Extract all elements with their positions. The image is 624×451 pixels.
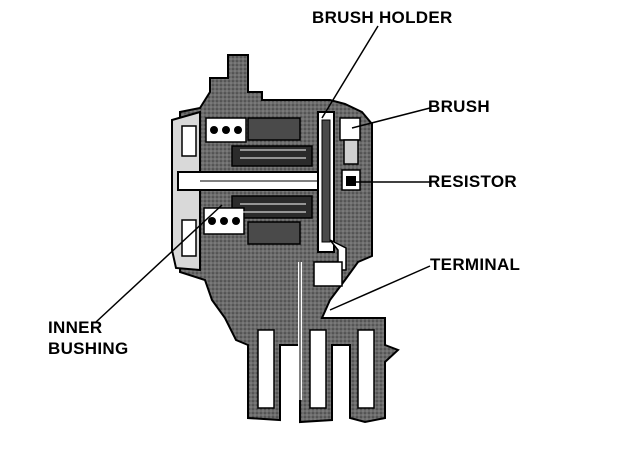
label-bushing: BUSHING (48, 339, 129, 358)
label-resistor: RESISTOR (428, 172, 517, 191)
end-cap (171, 110, 201, 272)
terminal-part (298, 239, 347, 400)
leader-terminal (329, 265, 431, 311)
label-brush-holder: BRUSH HOLDER (312, 8, 453, 27)
label-terminal: TERMINAL (430, 255, 521, 274)
label-brush: BRUSH (428, 97, 490, 116)
brush-holder-part (317, 111, 335, 253)
label-inner: INNER (48, 318, 103, 337)
leader-lines (95, 25, 432, 323)
leader-brush (351, 107, 431, 129)
lower-winding (203, 195, 313, 245)
leader-inner-bushing (95, 204, 223, 323)
resistor-part (341, 169, 361, 191)
leader-brush-holder (321, 25, 379, 119)
connector-pins (257, 329, 375, 409)
upper-winding (205, 117, 313, 167)
shaft (177, 171, 334, 191)
brush-part (339, 117, 361, 165)
